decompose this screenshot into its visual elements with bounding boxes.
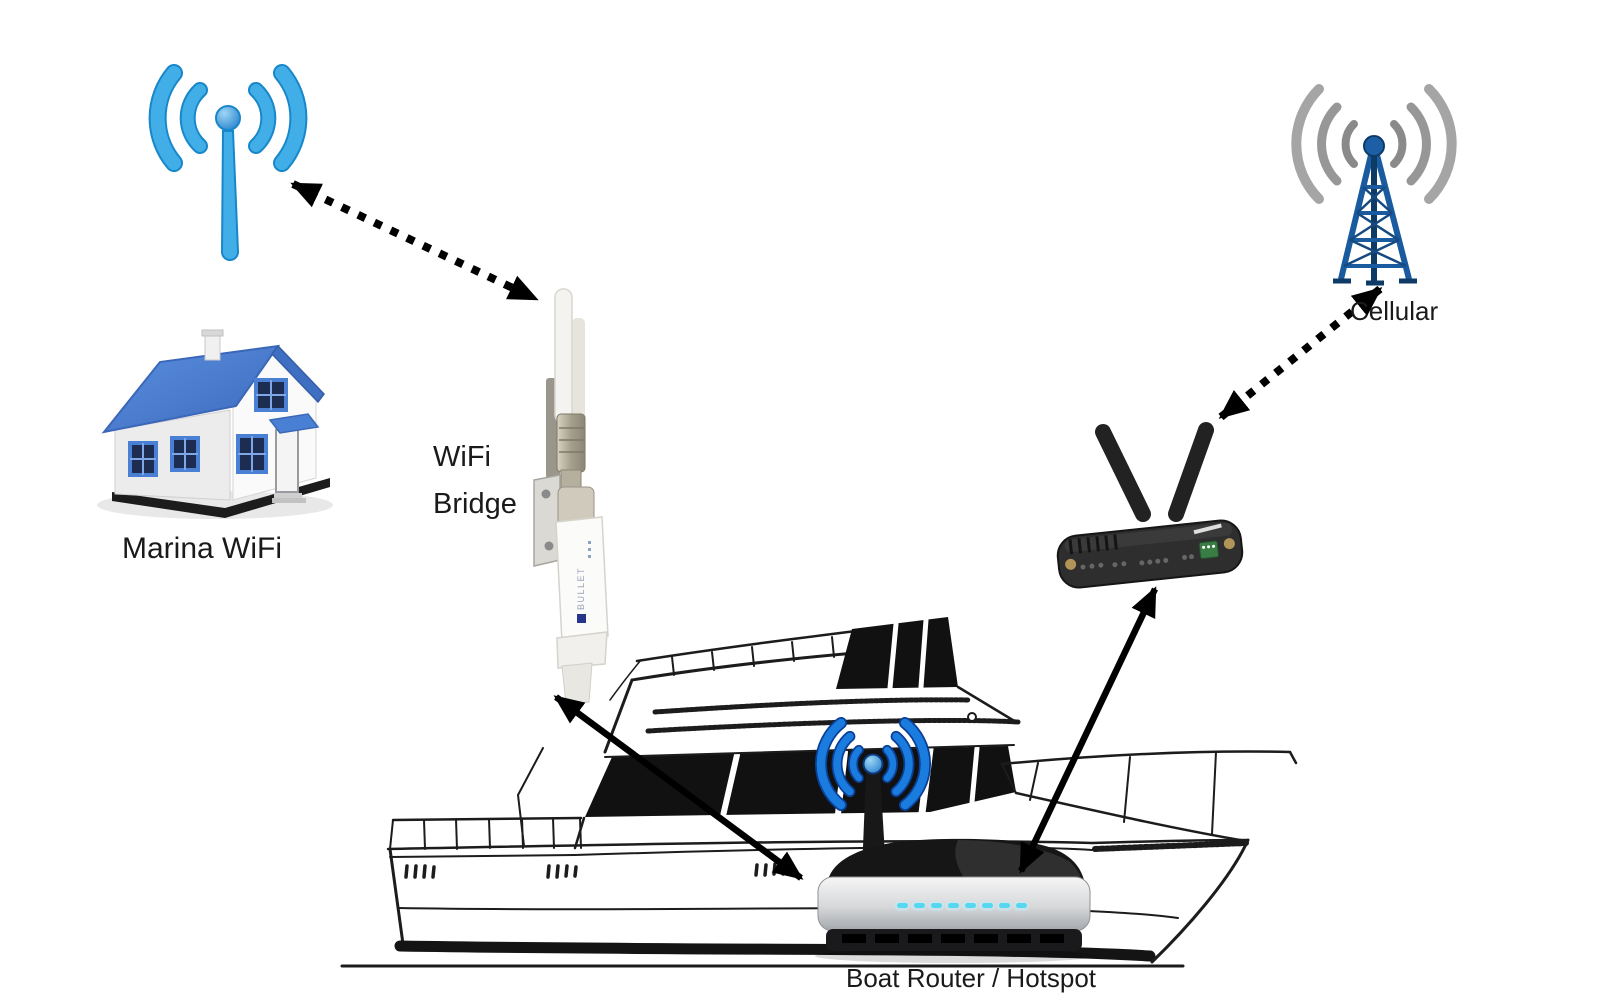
windshield-mullions [887,617,929,691]
flybridge-rail [635,627,874,663]
steps [274,493,302,498]
cell-tower-icon [1291,84,1457,286]
wifi-bridge-label: WiFi Bridge [433,434,517,528]
flybridge-rail-posts [671,636,835,676]
antenna-ball [215,105,241,131]
cell-router-logo [1193,523,1222,535]
house-icon [97,329,333,519]
house-windows [128,378,288,477]
boat-router-vents [842,934,1064,943]
marina-wifi-label: Marina WiFi [122,532,283,565]
bridge-bullet-body [555,516,609,643]
aft-railing [389,816,583,850]
door-awning [268,413,320,434]
cell-router-body [1056,519,1244,589]
wifi-bridge-label-line1: WiFi [433,441,491,473]
bridge-mount-bracket [533,474,561,567]
sheer-strake-band [1092,840,1249,852]
cell-router-terminal-block [1198,540,1219,560]
connection-arrows [290,180,1383,881]
bridge-n-connector [556,413,586,473]
bridge-brand-text: BULLET [576,567,586,610]
chimney [204,333,221,361]
horn-detail [967,712,977,722]
wifi-bridge-label-line2: Bridge [433,487,517,520]
bridge-logo [577,614,586,623]
arrow-marina-to-bridge [290,180,539,303]
hull-vents [404,862,786,879]
bow-stem [1150,838,1250,964]
boat-wifi-ball [862,753,884,775]
transom [388,847,405,946]
antenna-mast [220,130,240,261]
cell-router-antenna-left [1095,424,1151,522]
flybridge-windshield [836,617,958,689]
marina-wifi-antenna-icon [148,64,308,261]
cell-router-screw-left [1065,558,1077,570]
bridge-antenna-rod [554,288,573,424]
cellular-router-device-icon [1056,422,1244,589]
roof-band-upper [652,697,971,715]
house-door [275,429,299,493]
cell-router-antenna-right [1168,422,1214,522]
deck-edge-line [389,854,576,858]
boat-router-label: Boat Router / Hotspot [846,963,1097,993]
aft-mast [516,747,544,847]
cell-router-screw-right [1223,538,1235,550]
house-base [112,478,330,518]
cell-router-ports [1080,554,1195,570]
house-roof-rake [271,344,325,404]
cellular-label: Cellular [1350,296,1439,326]
tower-ball [1363,135,1385,157]
wifi-bridge-device-icon: BULLET [533,288,609,705]
arrow-cell-router-to-boat-router [1018,586,1158,874]
arrow-bridge-to-boat-router [553,694,804,881]
boat-router-leds [894,901,1029,911]
boat-wifi-icon [814,717,932,811]
